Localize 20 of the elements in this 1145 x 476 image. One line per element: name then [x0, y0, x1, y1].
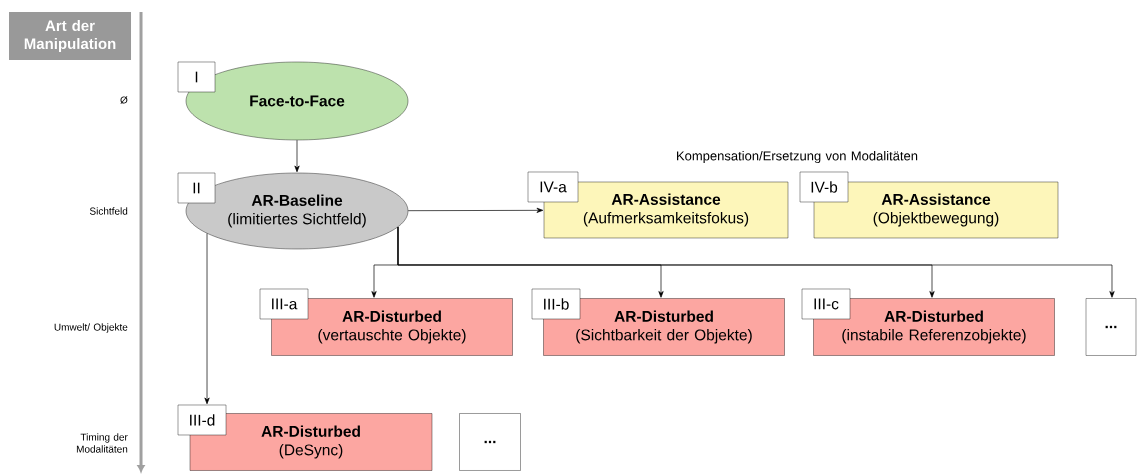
row-label: Timing der Modalitäten	[76, 433, 128, 453]
process-box: ...	[1085, 298, 1137, 356]
arrow	[294, 139, 300, 173]
header-box: Art der Manipulation	[9, 12, 131, 60]
label-tag: IV-b	[799, 171, 849, 203]
row-label: Umwelt/ Objekte	[54, 323, 128, 333]
label-tag: II	[177, 172, 216, 204]
arrow	[407, 207, 544, 213]
label-tag: III-d	[177, 404, 227, 436]
label-tag: III-b	[531, 288, 581, 320]
arrow	[397, 226, 1115, 298]
label-tag: III-c	[801, 288, 851, 320]
label-tag: III-a	[259, 288, 309, 320]
process-box: ...	[459, 413, 521, 471]
label-tag: I	[177, 61, 216, 93]
row-label: Sichtfeld	[89, 207, 128, 215]
label-tag: IV-a	[527, 171, 579, 203]
row-label: Kompensation/Ersetzung von Modalitäten	[677, 150, 918, 164]
row-label: Ø	[120, 96, 128, 104]
arrow	[204, 233, 210, 405]
